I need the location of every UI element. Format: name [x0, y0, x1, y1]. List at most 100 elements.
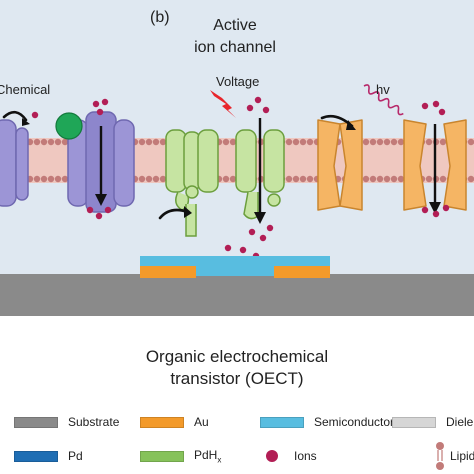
lipid-head: [138, 175, 146, 183]
lipid-head: [33, 175, 41, 183]
light-wave-icon: [363, 84, 404, 116]
lipid-head: [383, 175, 391, 183]
light-label: hv: [376, 82, 390, 97]
lipid-head: [467, 175, 474, 183]
lipid-head: [145, 138, 153, 146]
lipid-head: [152, 175, 160, 183]
ion-channel-green-closed: [165, 129, 219, 237]
arrow-heads: [22, 118, 356, 218]
ion: [86, 206, 94, 214]
lipid-head: [229, 175, 237, 183]
lipid-head: [138, 138, 146, 146]
voltage-label: Voltage: [216, 74, 260, 89]
lipid-head: [376, 175, 384, 183]
ion-channel-purple-closed: [0, 119, 29, 207]
lipid-head: [159, 138, 167, 146]
lipid-head: [299, 138, 307, 146]
ion: [432, 210, 440, 218]
lipid-head: [439, 138, 447, 146]
panel-label: (b): [150, 9, 170, 26]
ion: [92, 100, 100, 108]
ion: [31, 111, 39, 119]
ion: [442, 204, 450, 212]
au-drain-electrode: [274, 266, 330, 278]
lipid-head: [362, 175, 370, 183]
lipid-head: [362, 138, 370, 146]
dielectric-swatch: [392, 416, 436, 428]
lipid-head: [369, 138, 377, 146]
lipid-head: [467, 138, 474, 146]
legend-ions: Ions: [252, 446, 317, 466]
lipid-head: [306, 175, 314, 183]
lipid-head: [425, 175, 433, 183]
chemical-arrow-1: [2, 110, 28, 122]
ion: [438, 108, 446, 116]
ion: [101, 98, 109, 106]
legend-label: PdHx: [194, 447, 222, 465]
lightning-icon: [210, 90, 236, 118]
panel-title-line2: ion channel: [194, 39, 276, 56]
legend-label: Au: [194, 415, 209, 429]
legend-label: Pd: [68, 449, 83, 463]
au-source-electrode: [140, 266, 196, 278]
ion-channel-orange-closed: [317, 119, 363, 211]
lipid-head: [54, 175, 62, 183]
lipid-head: [390, 138, 398, 146]
lipid-head: [40, 175, 48, 183]
ion: [432, 100, 440, 108]
lipid-head: [47, 175, 55, 183]
lipid-head: [152, 138, 160, 146]
flux-arrow-heads: [95, 194, 441, 224]
ion-flux-arrows: [99, 118, 437, 214]
ion: [95, 212, 103, 220]
ion: [96, 108, 104, 116]
lipid-head: [439, 175, 447, 183]
ion: [421, 206, 429, 214]
legend-dielectric: Diele: [392, 412, 473, 432]
chemical-arrow-head: [22, 118, 30, 126]
lipid-head: [47, 138, 55, 146]
lipid-head: [229, 138, 237, 146]
legend-pd: Pd: [14, 446, 83, 466]
lipid-head: [285, 138, 293, 146]
legend-label: Ions: [294, 449, 317, 463]
au-swatch: [140, 416, 184, 428]
ion: [421, 102, 429, 110]
oect-title-line2: transistor (OECT): [170, 369, 304, 388]
ion: [254, 96, 262, 104]
oect-title-line1: Organic electrochemical: [145, 347, 329, 366]
ion: [266, 224, 274, 232]
legend-label: Diele: [446, 415, 474, 429]
lipid-head: [145, 175, 153, 183]
legend-pdhx: PdHx: [140, 446, 221, 466]
lipid-head: [376, 138, 384, 146]
lipid-head: [40, 138, 48, 146]
legend-substrate: Substrate: [14, 412, 119, 432]
substrate-swatch: [14, 416, 58, 428]
lipid-head: [299, 175, 307, 183]
legend-label: Semiconductor: [314, 415, 395, 429]
lipid-head: [306, 138, 314, 146]
lipid-head: [61, 138, 69, 146]
ions: [31, 96, 450, 260]
panel-title-line1: Active: [213, 17, 257, 34]
lipid-head: [397, 138, 405, 146]
lipid-head: [292, 138, 300, 146]
ligand-ball: [55, 112, 83, 140]
legend-semiconductor: Semiconductor: [260, 412, 394, 432]
ion: [248, 228, 256, 236]
legend-lipids-label: Lipids: [450, 449, 474, 463]
ion-channel-orange-open: [403, 119, 467, 211]
lipid-head: [292, 175, 300, 183]
pdhx-swatch: [140, 450, 184, 462]
ion: [239, 246, 247, 254]
lipid-head: [369, 175, 377, 183]
pd-swatch: [14, 450, 58, 462]
legend-au: Au: [140, 412, 209, 432]
lipid-head: [222, 175, 230, 183]
lipid-head: [54, 138, 62, 146]
lipid-head: [425, 138, 433, 146]
light-arrow-head: [346, 120, 356, 130]
lipid-legend-icon: [436, 442, 444, 470]
